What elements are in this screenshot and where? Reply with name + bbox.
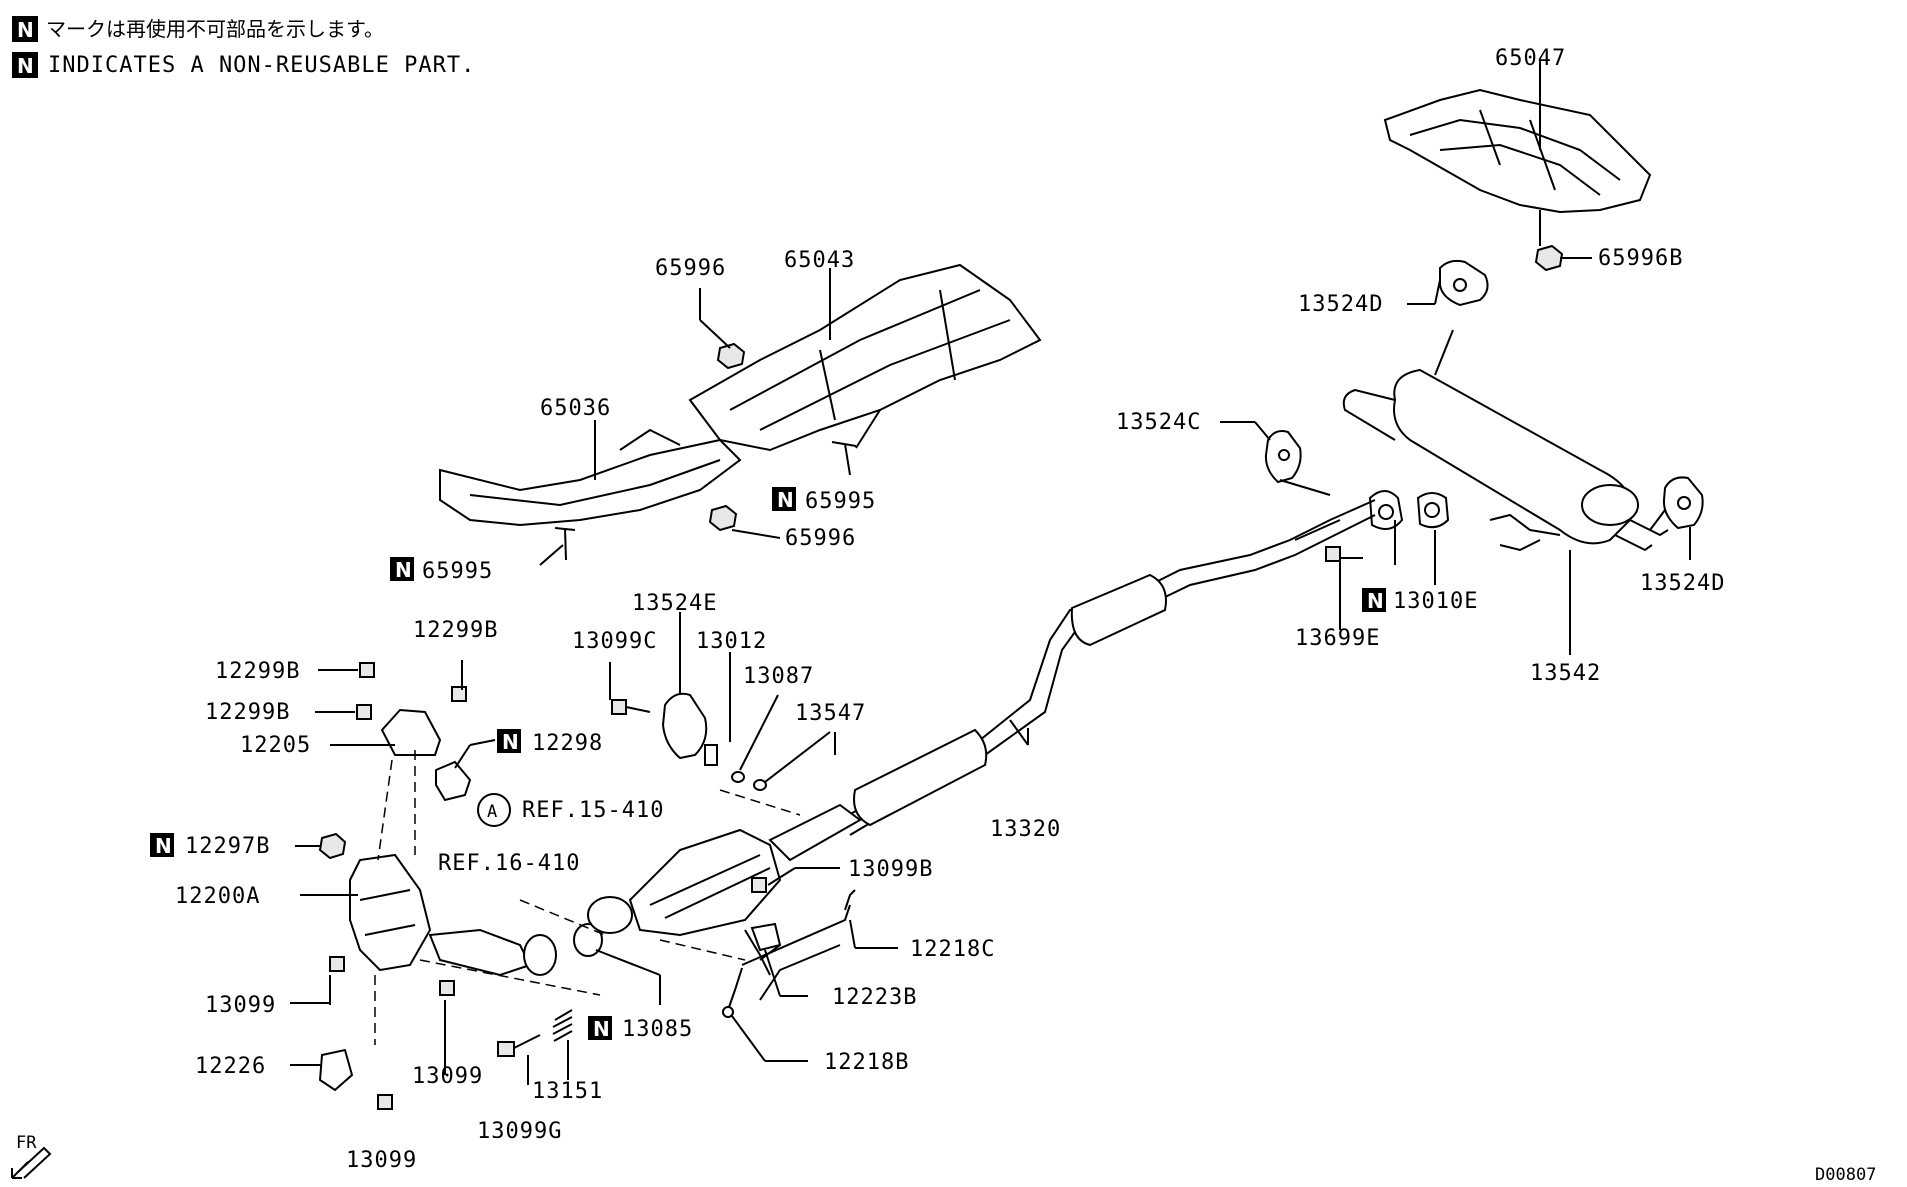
front-label: FR xyxy=(16,1133,37,1153)
main-muffler-13542 xyxy=(1342,368,1669,552)
assembly-lines xyxy=(374,750,801,1045)
gasket-13010E xyxy=(1416,492,1450,529)
label-12218C: 12218C xyxy=(910,937,995,962)
gasket-13085 xyxy=(573,923,603,957)
label-13524D-top: 13524D xyxy=(1298,292,1383,317)
bolt-13099C xyxy=(611,699,651,715)
label-65036: 65036 xyxy=(540,396,611,421)
note-japanese: マークは再使用不可部品を示します。 xyxy=(46,17,384,41)
bolt-13699E xyxy=(1325,546,1341,562)
label-13547: 13547 xyxy=(795,701,866,726)
nut-65996-mid xyxy=(708,504,738,532)
label-13085: 13085 xyxy=(622,1017,693,1042)
label-65047: 65047 xyxy=(1495,46,1566,71)
catalytic-converter xyxy=(587,803,862,937)
hanger-13524C xyxy=(1264,430,1302,484)
hanger-13524D-right xyxy=(1662,476,1704,530)
washers-13087-13547 xyxy=(731,771,767,791)
svg-text:A: A xyxy=(487,802,497,822)
exhaust-manifold-12200A xyxy=(349,853,557,977)
clip-65995-left xyxy=(554,527,576,561)
center-pipe-13320 xyxy=(839,499,1376,836)
ref-circle-a: A xyxy=(477,793,511,827)
sensor-wire-12218C xyxy=(741,904,851,966)
bolts-12299B xyxy=(356,662,467,720)
bolts-13099 xyxy=(329,956,455,1110)
drawing-id: D00807 xyxy=(1815,1165,1876,1185)
label-13099C: 13099C xyxy=(572,629,657,654)
manifold-cover-12205 xyxy=(380,708,442,756)
label-65996-mid: 65996 xyxy=(785,526,856,551)
label-65995-left: 65995 xyxy=(422,559,493,584)
label-12218B: 12218B xyxy=(824,1050,909,1075)
label-13542: 13542 xyxy=(1530,661,1601,686)
sensor-wire-12218B xyxy=(722,967,743,1018)
clip-65995-right xyxy=(831,441,857,476)
label-13524E: 13524E xyxy=(632,591,717,616)
svg-text:N: N xyxy=(502,730,519,754)
label-12299B-c: 12299B xyxy=(205,700,290,725)
nut-65996B xyxy=(1534,210,1564,272)
nut-12297B xyxy=(318,832,347,860)
bracket-12223B xyxy=(750,922,782,952)
label-ref-15-410: REF.15-410 xyxy=(522,798,664,823)
label-13524C: 13524C xyxy=(1116,410,1201,435)
label-12299B-a: 12299B xyxy=(413,618,498,643)
svg-text:N: N xyxy=(155,834,172,858)
bracket-12226 xyxy=(318,1048,354,1092)
label-13320: 13320 xyxy=(990,817,1061,842)
label-13099-a: 13099 xyxy=(205,993,276,1018)
n-badges: N N N N N N xyxy=(150,487,1386,1041)
gasket-12298 xyxy=(435,760,472,802)
svg-text:N: N xyxy=(1367,589,1384,613)
n-badge-jp xyxy=(12,16,38,42)
label-65996-top: 65996 xyxy=(655,256,726,281)
heat-shield-65047 xyxy=(1383,88,1652,214)
front-indicator: FR xyxy=(11,1133,52,1179)
svg-text:N: N xyxy=(777,488,794,512)
label-12223B: 12223B xyxy=(832,985,917,1010)
heat-shield-65036 xyxy=(439,428,742,527)
leader-lines xyxy=(290,60,1691,1085)
label-13010E: 13010E xyxy=(1393,589,1478,614)
n-badge-en xyxy=(12,52,38,78)
spring-13151 xyxy=(552,1009,573,1042)
non-reusable-note: N マークは再使用不可部品を示します。 N INDICATES A NON-RE… xyxy=(12,16,475,78)
label-12205: 12205 xyxy=(240,733,311,758)
label-ref-16-410: REF.16-410 xyxy=(438,851,580,876)
nut-65996-top xyxy=(716,342,746,370)
label-13012: 13012 xyxy=(696,629,767,654)
label-65996B: 65996B xyxy=(1598,246,1683,271)
note-english: INDICATES A NON-REUSABLE PART. xyxy=(48,53,475,78)
label-13099-b: 13099 xyxy=(412,1064,483,1089)
n-badge-jp-letter: N xyxy=(17,18,34,42)
label-13087: 13087 xyxy=(743,664,814,689)
hanger-13524E xyxy=(661,692,708,760)
label-65995-right: 65995 xyxy=(805,489,876,514)
label-12200A: 12200A xyxy=(175,884,260,909)
label-65043: 65043 xyxy=(784,248,855,273)
part-labels: 65047 65996B 13524D 13524C 13524D 13010E… xyxy=(175,46,1725,1173)
label-13099B: 13099B xyxy=(848,857,933,882)
pin-13012 xyxy=(704,744,718,766)
bolt-13099B xyxy=(751,877,767,893)
hanger-13524D-top xyxy=(1439,259,1489,307)
label-13151: 13151 xyxy=(532,1079,603,1104)
label-12299B-b: 12299B xyxy=(215,659,300,684)
label-13099G: 13099G xyxy=(477,1119,562,1144)
n-badge-en-letter: N xyxy=(17,54,34,78)
label-12226: 12226 xyxy=(195,1054,266,1079)
label-13699E: 13699E xyxy=(1295,626,1380,651)
bolt-13099G xyxy=(497,1034,541,1057)
label-13099-c: 13099 xyxy=(346,1148,417,1173)
svg-text:N: N xyxy=(593,1017,610,1041)
label-13524D-right: 13524D xyxy=(1640,571,1725,596)
svg-text:N: N xyxy=(395,558,412,582)
label-12297B: 12297B xyxy=(185,834,270,859)
label-12298: 12298 xyxy=(532,731,603,756)
flange-gasket xyxy=(1368,490,1404,530)
heat-shield-65043 xyxy=(688,263,1042,452)
